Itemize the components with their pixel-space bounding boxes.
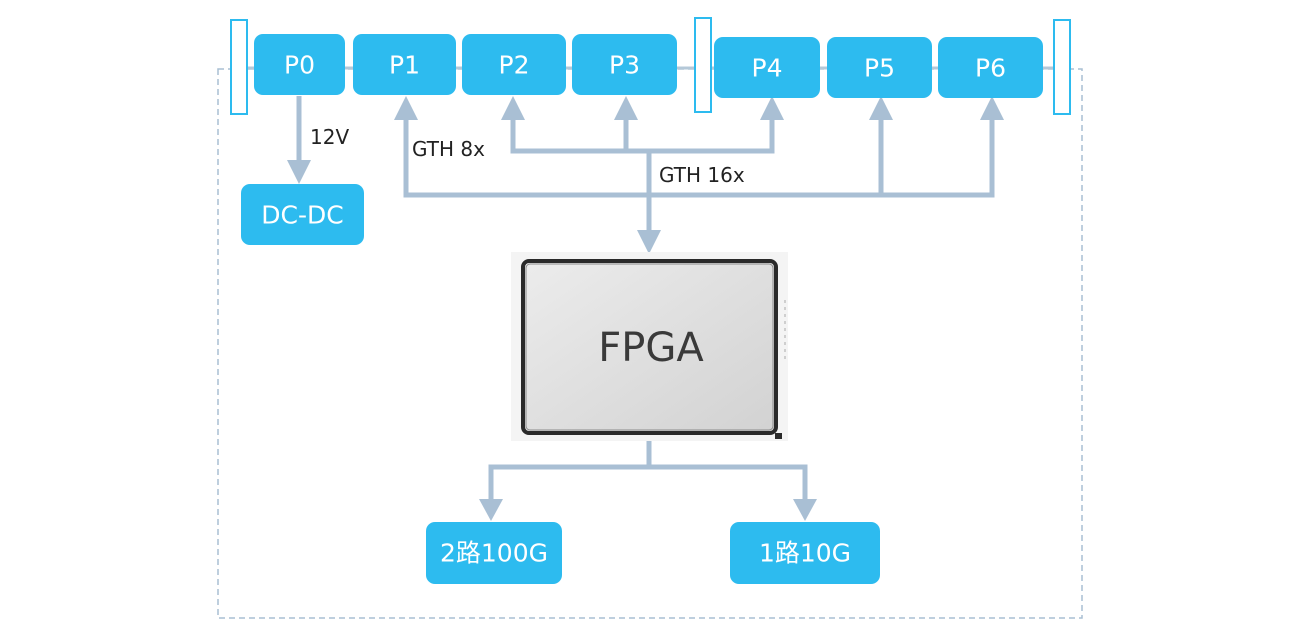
out-split: [488, 464, 808, 502]
bus-cap-right: [1053, 19, 1071, 115]
port-p4-label: P4: [752, 54, 783, 83]
output-100g-label: 2路100G: [440, 539, 548, 568]
port-p2: P2: [462, 34, 566, 95]
arrow-p2: [501, 96, 525, 120]
port-p2-label: P2: [499, 51, 530, 80]
dcdc-node: DC-DC: [241, 184, 364, 245]
output-10g: 1路10G: [730, 522, 880, 584]
output-100g: 2路100G: [426, 522, 562, 584]
port-p6: P6: [938, 37, 1043, 98]
port-p5-label: P5: [864, 54, 895, 83]
port-p4: P4: [714, 37, 820, 98]
arrow-p1: [394, 96, 418, 120]
fpga-chip: FPGA: [511, 252, 788, 441]
port-p1: P1: [353, 34, 456, 95]
gth8-edge-label: GTH 8x: [412, 137, 485, 161]
arrowheads: [287, 96, 1004, 521]
gth8-bus: [510, 118, 775, 154]
connectors: [296, 96, 995, 502]
port-p1-label: P1: [389, 51, 420, 80]
arrow-p6: [980, 96, 1004, 120]
port-p3-label: P3: [609, 51, 640, 80]
arrow-fpga: [637, 230, 661, 254]
arrow-dcdc: [287, 160, 311, 184]
arrow-p3: [614, 96, 638, 120]
port-p6-label: P6: [975, 54, 1006, 83]
port-p5: P5: [827, 37, 932, 98]
port-p0: P0: [254, 34, 345, 95]
arrow-100g: [479, 499, 503, 521]
arrow-p5: [869, 96, 893, 120]
gth16-edge-label: GTH 16x: [659, 163, 745, 187]
power-edge-label: 12V: [310, 125, 349, 149]
port-p3: P3: [572, 34, 677, 95]
dcdc-label: DC-DC: [261, 201, 343, 230]
port-p0-label: P0: [284, 51, 315, 80]
fpga-label: FPGA: [598, 325, 704, 371]
gth16-bus: [403, 118, 995, 198]
arrow-10g: [793, 499, 817, 521]
bus-cap-left: [230, 19, 248, 115]
arrow-p4: [760, 96, 784, 120]
output-10g-label: 1路10G: [759, 539, 851, 568]
bus-cap-middle: [694, 17, 712, 113]
